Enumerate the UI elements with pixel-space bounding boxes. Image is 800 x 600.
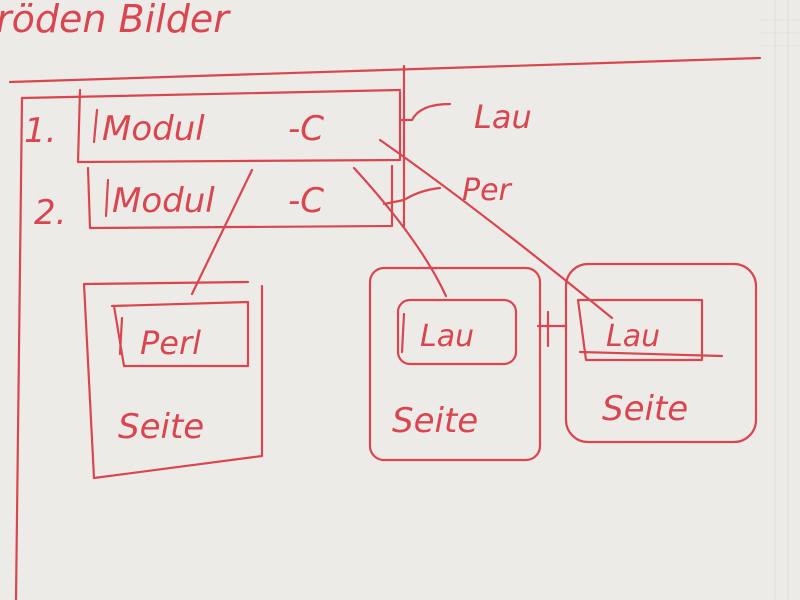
side-connector — [398, 102, 452, 122]
module-box — [76, 88, 402, 164]
connector-module-to-lau-3 — [378, 138, 614, 320]
module-label: Modul — [112, 181, 215, 221]
module-bar — [104, 178, 110, 218]
page-label: Seite — [118, 407, 204, 447]
inner-label: Lau — [606, 319, 660, 354]
module-row-1: 1. Modul -C Lau — [24, 88, 532, 164]
row-number: 1. — [24, 111, 56, 151]
connector-module-to-lau-2 — [352, 166, 448, 298]
module-suffix: -C — [288, 181, 324, 221]
page-outline — [82, 280, 264, 480]
inner-underline — [578, 350, 724, 358]
side-label: Lau — [474, 98, 532, 136]
side-label: Per — [462, 173, 513, 208]
page-label: Seite — [392, 401, 478, 441]
page-outline — [564, 262, 758, 444]
inner-bar — [400, 312, 406, 354]
frame-top-edge — [20, 88, 402, 100]
row-number: 2. — [34, 193, 66, 233]
inner-label: Perl — [140, 324, 201, 362]
inner-box — [576, 298, 704, 362]
module-row-2: 2. Modul -C Per — [34, 164, 513, 233]
inner-box — [396, 298, 518, 366]
inner-label: Lau — [420, 319, 474, 354]
module-box — [86, 164, 394, 230]
connector-module-to-perl — [190, 168, 254, 296]
paper-grid — [760, 0, 800, 600]
header-divider — [8, 56, 762, 84]
page-box-3: Lau Seite — [564, 262, 758, 444]
module-label: Modul — [102, 109, 205, 149]
page-link — [536, 310, 568, 348]
module-bar — [92, 108, 99, 144]
frame-left-edge — [14, 96, 24, 600]
page-label: Seite — [602, 389, 688, 429]
page-box-2: Lau Seite — [368, 266, 542, 462]
header-text: röden Bilder — [0, 0, 231, 41]
page-outline — [368, 266, 542, 462]
module-suffix: -C — [288, 109, 324, 149]
page-box-1: Perl Seite — [82, 280, 264, 480]
inner-bar — [118, 316, 124, 356]
